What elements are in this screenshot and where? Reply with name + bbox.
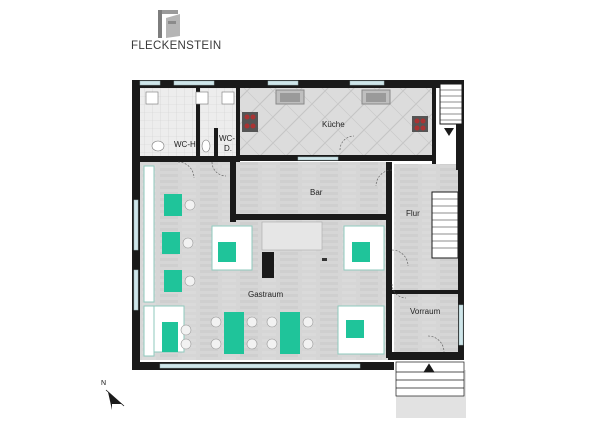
windows [133, 80, 464, 369]
room-label-wc-h: WC-H. [174, 140, 198, 149]
wc-fixtures [145, 91, 235, 153]
room-label-kueche: Küche [322, 120, 345, 129]
stairs-flur [431, 191, 459, 259]
stairs-top [439, 83, 463, 136]
kitchen-fixtures [242, 89, 428, 132]
room-label-vorraum: Vorraum [410, 307, 441, 316]
north-arrow-icon [105, 389, 125, 410]
room-label-bar: Bar [310, 188, 323, 197]
north-label: N [101, 380, 107, 387]
tables [162, 194, 370, 354]
room-label-gastraum: Gastraum [248, 290, 283, 299]
room-label-wc-d: WC-D. [219, 134, 235, 153]
doors [177, 135, 445, 353]
bar-counter [261, 221, 327, 274]
entrance-steps [395, 361, 465, 397]
kitchen-floor [240, 85, 436, 155]
brand-name: FLECKENSTEIN [131, 40, 222, 52]
brand-logo [158, 10, 180, 38]
room-label-flur: Flur [406, 209, 420, 218]
bar-floor [236, 163, 388, 218]
